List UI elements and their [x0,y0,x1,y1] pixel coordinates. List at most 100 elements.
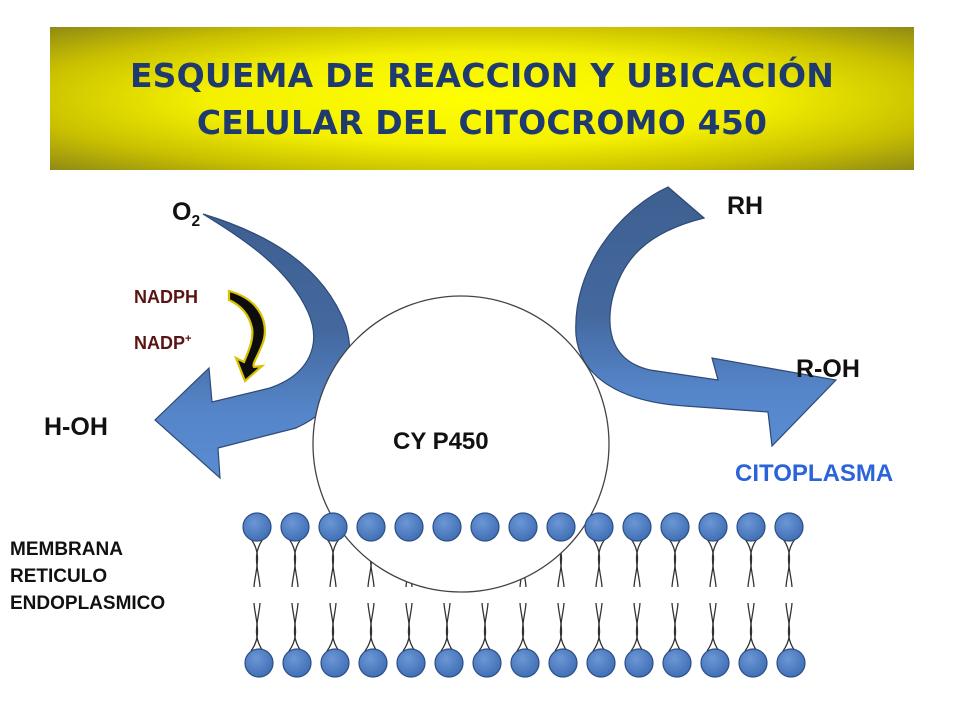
lipid-head [624,648,654,678]
lipid-tail [288,602,297,652]
cyp450-enzyme-circle [312,295,610,593]
lipid-head [738,648,768,678]
lipid-head [586,648,616,678]
lipid-head [432,512,462,542]
lipid-head [318,512,348,542]
lipid-tail [326,538,335,588]
lipid-tail [288,538,297,588]
lipid-tail [407,602,416,652]
lipid-head [244,648,274,678]
title-line-1: ESQUEMA DE REACCION Y UBICACIÓN [129,55,835,95]
lipid-tail [787,538,796,588]
lipid-tail [668,538,677,588]
lipid-head [356,512,386,542]
page-title: ESQUEMA DE REACCION Y UBICACIÓN CELULAR … [130,52,834,146]
lipid-tail [293,538,302,588]
left-reaction-arrow [154,213,351,480]
lipid-tail [255,602,264,652]
lipid-tail [706,538,715,588]
cofactor-arrow [227,289,266,383]
lipid-tail [787,602,796,652]
lipid-tail [592,538,601,588]
lipid-tail [478,602,487,652]
lipid-tail [445,602,454,652]
lipid-tail [293,602,302,652]
lipid-head [320,648,350,678]
lipid-tail [749,602,758,652]
lipid-tail [749,538,758,588]
lipid-tail [711,538,720,588]
lipid-tail [630,602,639,652]
membrane-label-line-1: MEMBRANA [10,539,123,560]
lipid-head [736,512,766,542]
lipid-head [508,512,538,542]
lipid-tail [402,602,411,652]
lipid-tail [668,602,677,652]
o2-label: O2 [172,198,201,230]
lipid-tail [782,602,791,652]
lipid-tail [559,602,568,652]
lipid-tail [255,538,264,588]
lipid-head [660,512,690,542]
lipid-head [472,648,502,678]
lipid-tail [597,602,606,652]
lipid-head [622,512,652,542]
lipid-tail [706,602,715,652]
lipid-tail [440,602,449,652]
roh-label: R-OH [796,355,860,383]
lipid-tail [250,538,259,588]
nadp-plus-label: NADP+ [134,333,192,353]
lipid-tail [364,602,373,652]
lipid-tail [516,602,525,652]
lipid-tail [635,602,644,652]
lipid-tail [711,602,720,652]
lipid-head [434,648,464,678]
lipid-head [358,648,388,678]
lipid-tail [326,602,335,652]
lipid-head [700,648,730,678]
lipid-head [774,512,804,542]
lipid-head [242,512,272,542]
hoh-label: H-OH [44,413,108,441]
cytoplasm-label: CITOPLASMA [735,460,894,487]
lipid-tail [673,538,682,588]
lipid-tail [592,602,601,652]
membrane-label: MEMBRANA RETICULO ENDOPLASMICO [10,536,230,617]
lipid-head [584,512,614,542]
title-banner: ESQUEMA DE REACCION Y UBICACIÓN CELULAR … [50,27,914,170]
lipid-tail [673,602,682,652]
lipid-head [776,648,806,678]
lipid-head [280,512,310,542]
lipid-head [470,512,500,542]
membrane-label-line-2: RETICULO [10,566,108,587]
lipid-head [394,512,424,542]
nadph-label: NADPH [134,287,199,307]
lipid-tail [250,602,259,652]
lipid-tail [331,602,340,652]
lipid-tail [521,602,530,652]
title-line-2: CELULAR DEL CITOCROMO 450 [196,102,768,142]
lipid-tail [597,538,606,588]
lipid-tail [331,538,340,588]
lipid-tail [554,602,563,652]
right-reaction-arrow [575,186,838,448]
lipid-head [548,648,578,678]
enzyme-label: CY P450 [393,428,489,455]
lipid-head [396,648,426,678]
lipid-tail [630,538,639,588]
rh-label: RH [727,192,764,220]
lipid-head [546,512,576,542]
lipid-head [698,512,728,542]
lipid-head [510,648,540,678]
lipid-tail [782,538,791,588]
lipid-tail [744,602,753,652]
lipid-tail [744,538,753,588]
lipid-tail [483,602,492,652]
lipid-head [282,648,312,678]
lipid-tail [369,602,378,652]
lipid-heads [242,512,806,678]
lipid-tail [635,538,644,588]
lipid-tails [250,538,796,652]
lipid-head [662,648,692,678]
